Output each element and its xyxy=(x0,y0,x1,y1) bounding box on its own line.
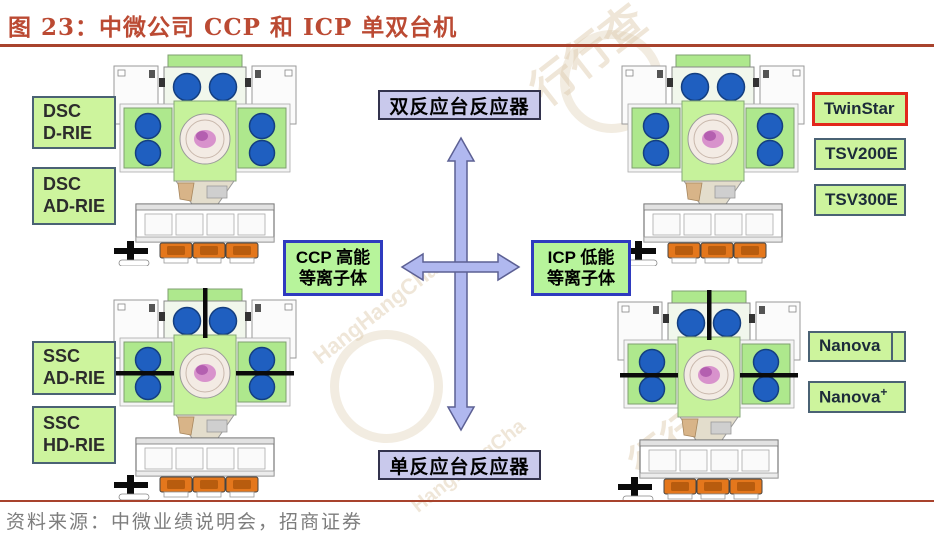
machine-ccp-dual-illustration xyxy=(113,54,297,266)
label-twinstar: TwinStar xyxy=(812,92,908,126)
label-ssc-hd-rie: SSC HD-RIE xyxy=(32,406,116,464)
title-rule xyxy=(0,44,934,47)
label-dsc-d-rie: DSC D-RIE xyxy=(32,96,116,149)
footer-rule xyxy=(0,500,934,502)
machine-ccp-single-illustration xyxy=(113,288,297,500)
label-nanova-plus: Nanova+ xyxy=(808,381,906,413)
label-single-reactor: 单反应台反应器 xyxy=(378,450,541,480)
machine-icp-single-illustration xyxy=(617,290,801,502)
figure-title: 图 23：中微公司 CCP 和 ICP 单双台机 xyxy=(8,14,458,41)
nanova-box-divider xyxy=(891,333,893,360)
label-nanova: Nanova xyxy=(808,331,906,362)
label-dual-reactor: 双反应台反应器 xyxy=(378,90,541,120)
machine-icp-dual-illustration xyxy=(621,54,805,266)
label-ccp-plasma: CCP 高能 等离子体 xyxy=(283,240,383,296)
label-tsv200e: TSV200E xyxy=(814,138,906,170)
label-icp-plasma: ICP 低能 等离子体 xyxy=(531,240,631,296)
source-note: 资料来源：中微业绩说明会，招商证券 xyxy=(6,511,364,533)
label-tsv300e: TSV300E xyxy=(814,184,906,216)
label-dsc-ad-rie: DSC AD-RIE xyxy=(32,167,116,225)
label-ssc-ad-rie: SSC AD-RIE xyxy=(32,341,116,395)
cross-arrow-icon xyxy=(400,136,521,432)
